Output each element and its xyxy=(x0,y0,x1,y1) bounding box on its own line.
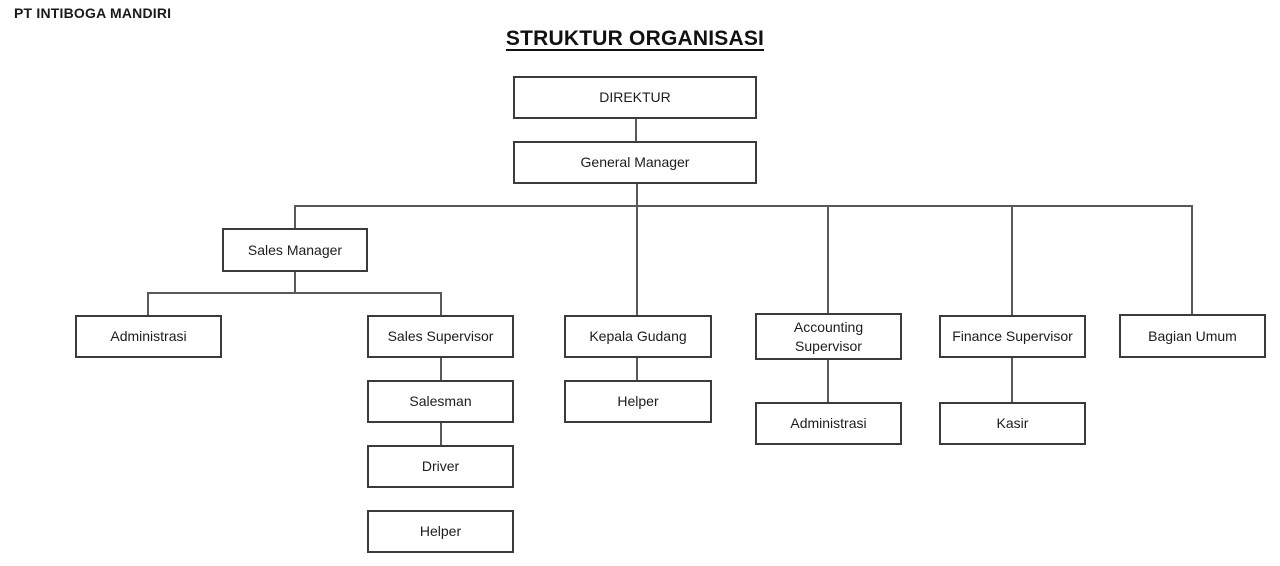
node-driver-label: Driver xyxy=(421,458,460,475)
node-administrasi-sales-label: Administrasi xyxy=(110,328,187,345)
node-kepala-gudang-label: Kepala Gudang xyxy=(589,328,687,345)
connector-drop-bagian-umum xyxy=(1191,205,1193,314)
chart-title: STRUKTUR ORGANISASI xyxy=(505,27,765,50)
connector-main-horizontal xyxy=(294,205,1193,207)
node-administrasi-accounting-label: Administrasi xyxy=(790,415,867,432)
chart-title-wrap: STRUKTUR ORGANISASI xyxy=(0,27,1270,51)
node-kasir-label: Kasir xyxy=(996,415,1029,432)
connector-drop-sales-supervisor xyxy=(440,292,442,315)
connector-direktur-general-manager xyxy=(635,119,637,143)
node-bagian-umum-label: Bagian Umum xyxy=(1148,327,1237,344)
node-bagian-umum: Bagian Umum xyxy=(1119,314,1266,358)
node-kepala-gudang: Kepala Gudang xyxy=(564,315,712,358)
node-sales-manager: Sales Manager xyxy=(222,228,368,272)
node-general-manager-label: General Manager xyxy=(580,154,690,171)
node-kasir: Kasir xyxy=(939,402,1086,445)
connector-drop-administrasi-sales xyxy=(147,292,149,315)
node-general-manager: General Manager xyxy=(513,141,757,184)
connector-accounting-administrasi xyxy=(827,360,829,402)
node-finance-supervisor: Finance Supervisor xyxy=(939,315,1086,358)
node-helper-sales: Helper xyxy=(367,510,514,553)
connector-drop-finance-supervisor xyxy=(1011,205,1013,315)
node-driver: Driver xyxy=(367,445,514,488)
connector-general-manager-kepala-gudang xyxy=(636,184,638,315)
connector-drop-sales-manager xyxy=(294,205,296,228)
node-helper-sales-label: Helper xyxy=(419,523,462,540)
connector-drop-accounting-supervisor xyxy=(827,205,829,313)
node-salesman-label: Salesman xyxy=(409,393,472,410)
node-accounting-supervisor: Accounting Supervisor xyxy=(755,313,902,360)
node-helper-gudang-label: Helper xyxy=(617,393,659,410)
node-helper-gudang: Helper xyxy=(564,380,712,423)
node-sales-manager-label: Sales Manager xyxy=(247,241,343,258)
connector-kepala-gudang-helper xyxy=(636,358,638,380)
node-direktur: DIREKTUR xyxy=(513,76,757,119)
connector-sales-manager-down xyxy=(294,272,296,293)
node-salesman: Salesman xyxy=(367,380,514,423)
node-direktur-label: DIREKTUR xyxy=(599,89,671,106)
node-administrasi-accounting: Administrasi xyxy=(755,402,902,445)
node-sales-supervisor-label: Sales Supervisor xyxy=(387,328,494,345)
connector-salesman-driver xyxy=(440,423,442,445)
node-administrasi-sales: Administrasi xyxy=(75,315,222,358)
connector-sales-branch-horizontal xyxy=(147,292,442,294)
node-accounting-supervisor-label: Accounting Supervisor xyxy=(793,319,864,354)
connector-sales-supervisor-salesman xyxy=(440,358,442,380)
company-name: PT INTIBOGA MANDIRI xyxy=(14,5,172,21)
node-sales-supervisor: Sales Supervisor xyxy=(367,315,514,358)
connector-finance-kasir xyxy=(1011,358,1013,402)
node-finance-supervisor-label: Finance Supervisor xyxy=(952,328,1073,345)
